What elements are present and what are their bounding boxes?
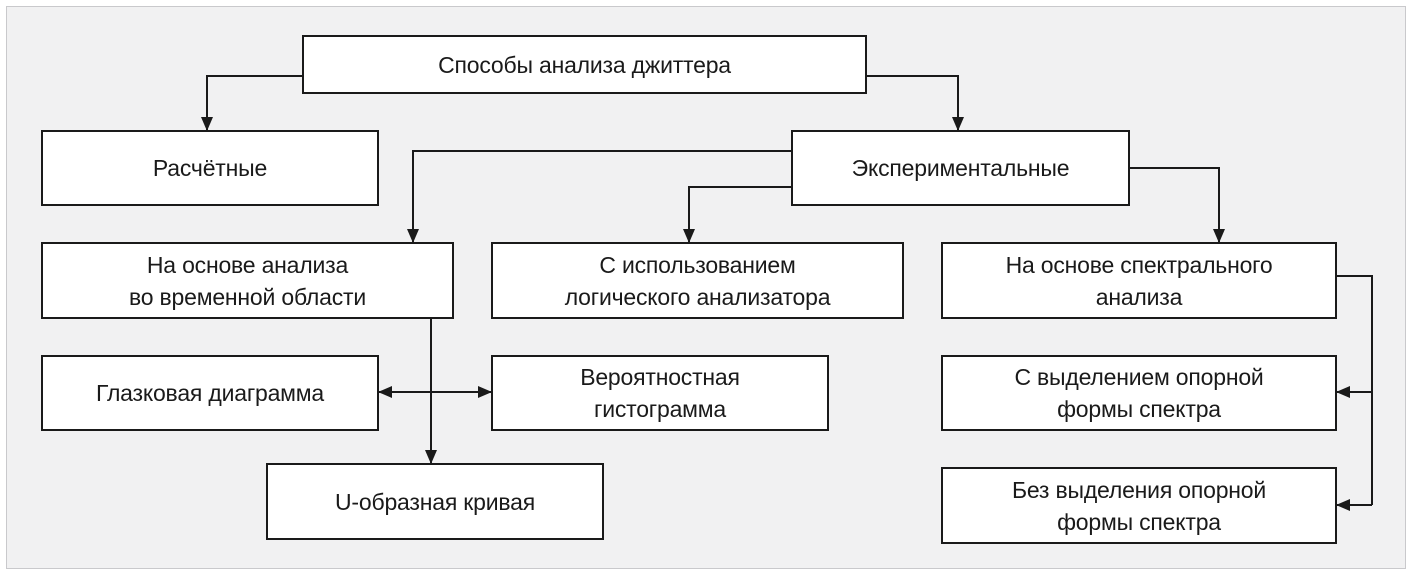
- node-experimental: Экспериментальные: [791, 130, 1130, 206]
- node-eye-diagram: Глазковая диаграмма: [41, 355, 379, 431]
- edge-experimental-spectral: [1129, 167, 1225, 243]
- node-time-domain: На основе анализа во временной области: [41, 242, 454, 319]
- node-without-reference: Без выделения опорной формы спектра: [941, 467, 1337, 544]
- node-spectral-label: На основе спектрального анализа: [1005, 251, 1273, 310]
- node-calculated-label: Расчётные: [152, 155, 268, 181]
- node-with-reference-label: С выделением опорной формы спектра: [1014, 364, 1264, 422]
- node-u-curve-label: U-образная кривая: [335, 488, 535, 515]
- node-time-domain-label: На основе анализа во временной области: [128, 251, 366, 310]
- node-histogram-label: Вероятностная гистограмма: [580, 364, 740, 422]
- node-root-label: Способы анализа джиттера: [438, 51, 731, 78]
- node-root: Способы анализа джиттера: [302, 35, 867, 94]
- edge-root-experimental: [866, 75, 964, 131]
- node-histogram: Вероятностная гистограмма: [491, 355, 829, 431]
- node-spectral: На основе спектрального анализа: [941, 242, 1337, 319]
- node-u-curve: U-образная кривая: [266, 463, 604, 540]
- node-with-reference: С выделением опорной формы спектра: [941, 355, 1337, 431]
- node-calculated: Расчётные: [41, 130, 379, 206]
- node-eye-diagram-label: Глазковая диаграмма: [95, 380, 325, 406]
- node-without-reference-label: Без выделения опорной формы спектра: [1011, 476, 1267, 535]
- edge-spectral-trunk: [1336, 275, 1373, 505]
- node-logic-analyzer: С использованием логического анализатора: [491, 242, 904, 319]
- node-logic-analyzer-label: С использованием логического анализатора: [564, 251, 831, 310]
- edge-root-calculated: [201, 75, 303, 131]
- edge-experimental-logic-analyzer: [683, 186, 792, 243]
- node-experimental-label: Экспериментальные: [851, 155, 1070, 181]
- edge-experimental-time-domain: [407, 150, 792, 243]
